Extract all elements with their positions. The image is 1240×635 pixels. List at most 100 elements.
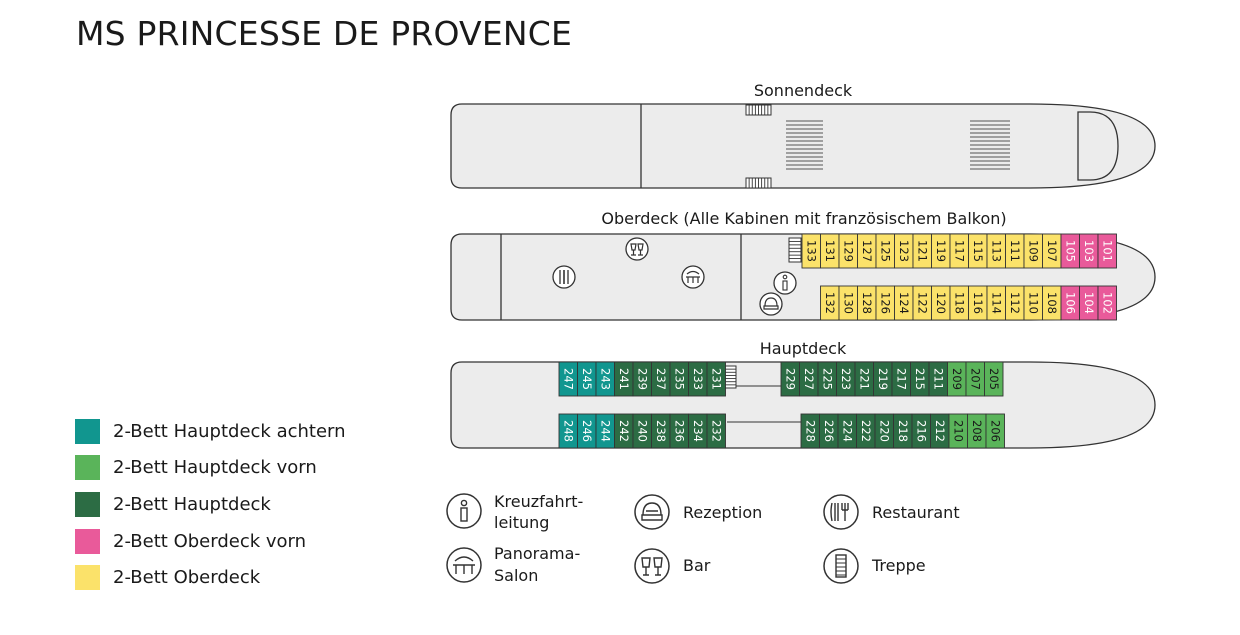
cabin-107[interactable]: 107 — [1042, 233, 1062, 269]
sonnendeck-hull — [450, 103, 1156, 189]
cabin-number: 124 — [897, 292, 911, 314]
cabin-number: 115 — [971, 240, 985, 262]
cabin-number: 226 — [822, 420, 836, 442]
cabin-number: 107 — [1045, 240, 1059, 262]
cabin-101[interactable]: 101 — [1097, 233, 1117, 269]
cabin-206[interactable]: 206 — [985, 413, 1005, 449]
cabin-248[interactable]: 248 — [558, 413, 578, 449]
cabin-246[interactable]: 246 — [577, 413, 597, 449]
cabin-number: 247 — [561, 368, 575, 390]
cabin-243[interactable]: 243 — [595, 361, 615, 397]
cabin-110[interactable]: 110 — [1023, 285, 1043, 321]
cabin-216[interactable]: 216 — [911, 413, 931, 449]
cabin-234[interactable]: 234 — [688, 413, 708, 449]
legend-swatch — [75, 528, 100, 554]
cabin-217[interactable]: 217 — [891, 361, 911, 397]
cabin-109[interactable]: 109 — [1023, 233, 1043, 269]
cabin-210[interactable]: 210 — [948, 413, 968, 449]
cabin-245[interactable]: 245 — [577, 361, 597, 397]
cabin-238[interactable]: 238 — [651, 413, 671, 449]
cabin-209[interactable]: 209 — [947, 361, 967, 397]
cabin-212[interactable]: 212 — [930, 413, 950, 449]
cabin-103[interactable]: 103 — [1079, 233, 1099, 269]
cabin-228[interactable]: 228 — [800, 413, 820, 449]
cabin-240[interactable]: 240 — [632, 413, 652, 449]
cabin-125[interactable]: 125 — [875, 233, 895, 269]
cabin-number: 117 — [952, 240, 966, 262]
cabin-number: 212 — [933, 420, 947, 442]
cabin-244[interactable]: 244 — [595, 413, 615, 449]
cabin-219[interactable]: 219 — [873, 361, 893, 397]
cabin-111[interactable]: 111 — [1005, 233, 1025, 269]
cabin-number: 227 — [802, 368, 816, 390]
cabin-239[interactable]: 239 — [632, 361, 652, 397]
cabin-227[interactable]: 227 — [799, 361, 819, 397]
cabin-237[interactable]: 237 — [651, 361, 671, 397]
cabin-235[interactable]: 235 — [669, 361, 689, 397]
cabin-225[interactable]: 225 — [817, 361, 837, 397]
cabin-106[interactable]: 106 — [1060, 285, 1080, 321]
cabin-128[interactable]: 128 — [857, 285, 877, 321]
cabin-130[interactable]: 130 — [838, 285, 858, 321]
cabin-215[interactable]: 215 — [910, 361, 930, 397]
oberdeck-panorama-salon-icon — [681, 265, 705, 289]
cabin-114[interactable]: 114 — [986, 285, 1006, 321]
cabin-218[interactable]: 218 — [893, 413, 913, 449]
cabin-115[interactable]: 115 — [968, 233, 988, 269]
cabin-number: 233 — [691, 368, 705, 390]
cabin-222[interactable]: 222 — [856, 413, 876, 449]
cabin-102[interactable]: 102 — [1097, 285, 1117, 321]
legend-swatch — [75, 564, 100, 590]
cabin-242[interactable]: 242 — [614, 413, 634, 449]
cabin-number: 222 — [859, 420, 873, 442]
cruise-director-label-line-1: Kreuzfahrt- — [494, 492, 583, 511]
cabin-224[interactable]: 224 — [837, 413, 857, 449]
panorama-salon-label-line-2: Salon — [494, 566, 538, 585]
cabin-number: 121 — [915, 240, 929, 262]
cabin-232[interactable]: 232 — [706, 413, 726, 449]
cabin-number: 209 — [950, 368, 964, 390]
cabin-121[interactable]: 121 — [912, 233, 932, 269]
cabin-116[interactable]: 116 — [968, 285, 988, 321]
cabin-231[interactable]: 231 — [706, 361, 726, 397]
cabin-229[interactable]: 229 — [780, 361, 800, 397]
cabin-205[interactable]: 205 — [984, 361, 1004, 397]
cabin-122[interactable]: 122 — [912, 285, 932, 321]
cabin-126[interactable]: 126 — [875, 285, 895, 321]
cabin-113[interactable]: 113 — [986, 233, 1006, 269]
stairs-label: Treppe — [871, 556, 926, 575]
cabin-223[interactable]: 223 — [836, 361, 856, 397]
cabin-233[interactable]: 233 — [688, 361, 708, 397]
cabin-129[interactable]: 129 — [838, 233, 858, 269]
cabin-226[interactable]: 226 — [819, 413, 839, 449]
cabin-105[interactable]: 105 — [1060, 233, 1080, 269]
cabin-220[interactable]: 220 — [874, 413, 894, 449]
sonnendeck-stair-top — [745, 104, 772, 116]
cabin-number: 242 — [617, 420, 631, 442]
cabin-127[interactable]: 127 — [857, 233, 877, 269]
cabin-124[interactable]: 124 — [894, 285, 914, 321]
cabin-104[interactable]: 104 — [1079, 285, 1099, 321]
cabin-123[interactable]: 123 — [894, 233, 914, 269]
cabin-number: 221 — [857, 368, 871, 390]
cabin-number: 105 — [1063, 240, 1077, 262]
cabin-247[interactable]: 247 — [558, 361, 578, 397]
cabin-112[interactable]: 112 — [1005, 285, 1025, 321]
cabin-132[interactable]: 132 — [820, 285, 840, 321]
cabin-221[interactable]: 221 — [854, 361, 874, 397]
cabin-131[interactable]: 131 — [820, 233, 840, 269]
cabin-117[interactable]: 117 — [949, 233, 969, 269]
cabin-119[interactable]: 119 — [931, 233, 951, 269]
cabin-241[interactable]: 241 — [614, 361, 634, 397]
cabin-118[interactable]: 118 — [949, 285, 969, 321]
cabin-211[interactable]: 211 — [928, 361, 948, 397]
cabin-number: 232 — [709, 420, 723, 442]
cabin-208[interactable]: 208 — [967, 413, 987, 449]
cabin-108[interactable]: 108 — [1042, 285, 1062, 321]
cabin-120[interactable]: 120 — [931, 285, 951, 321]
cabin-207[interactable]: 207 — [965, 361, 985, 397]
cabin-133[interactable]: 133 — [801, 233, 821, 269]
cabin-236[interactable]: 236 — [669, 413, 689, 449]
